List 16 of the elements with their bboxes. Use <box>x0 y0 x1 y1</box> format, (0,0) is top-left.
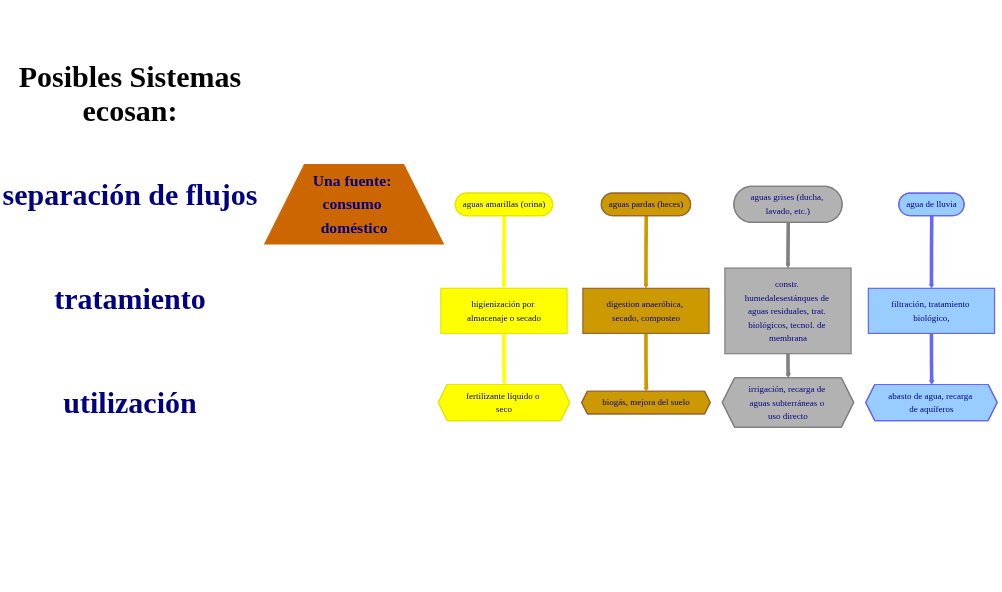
node-box: higienización por almacenaje o secado <box>440 287 568 334</box>
arrow <box>785 222 791 269</box>
node-box: constr. humedalesestánques de aguas residuales, trat. biológicos, tecnol. de membrana <box>724 267 852 355</box>
arrow <box>501 215 507 289</box>
row-label: separación de flujos <box>1 178 259 212</box>
arrow <box>785 353 791 379</box>
arrow <box>643 333 649 392</box>
row-label: utilización <box>62 386 198 420</box>
arrow <box>929 333 935 386</box>
arrow <box>643 215 649 289</box>
row-label: tratamiento <box>53 282 207 316</box>
node-box: digestion anaeróbica, secado, composteo <box>582 287 710 334</box>
arrow <box>501 333 507 386</box>
arrow <box>928 215 935 289</box>
node-box: filtración, tratamiento biológico, <box>867 287 996 334</box>
heading-label: Posibles Sistemas ecosan: <box>17 60 243 128</box>
